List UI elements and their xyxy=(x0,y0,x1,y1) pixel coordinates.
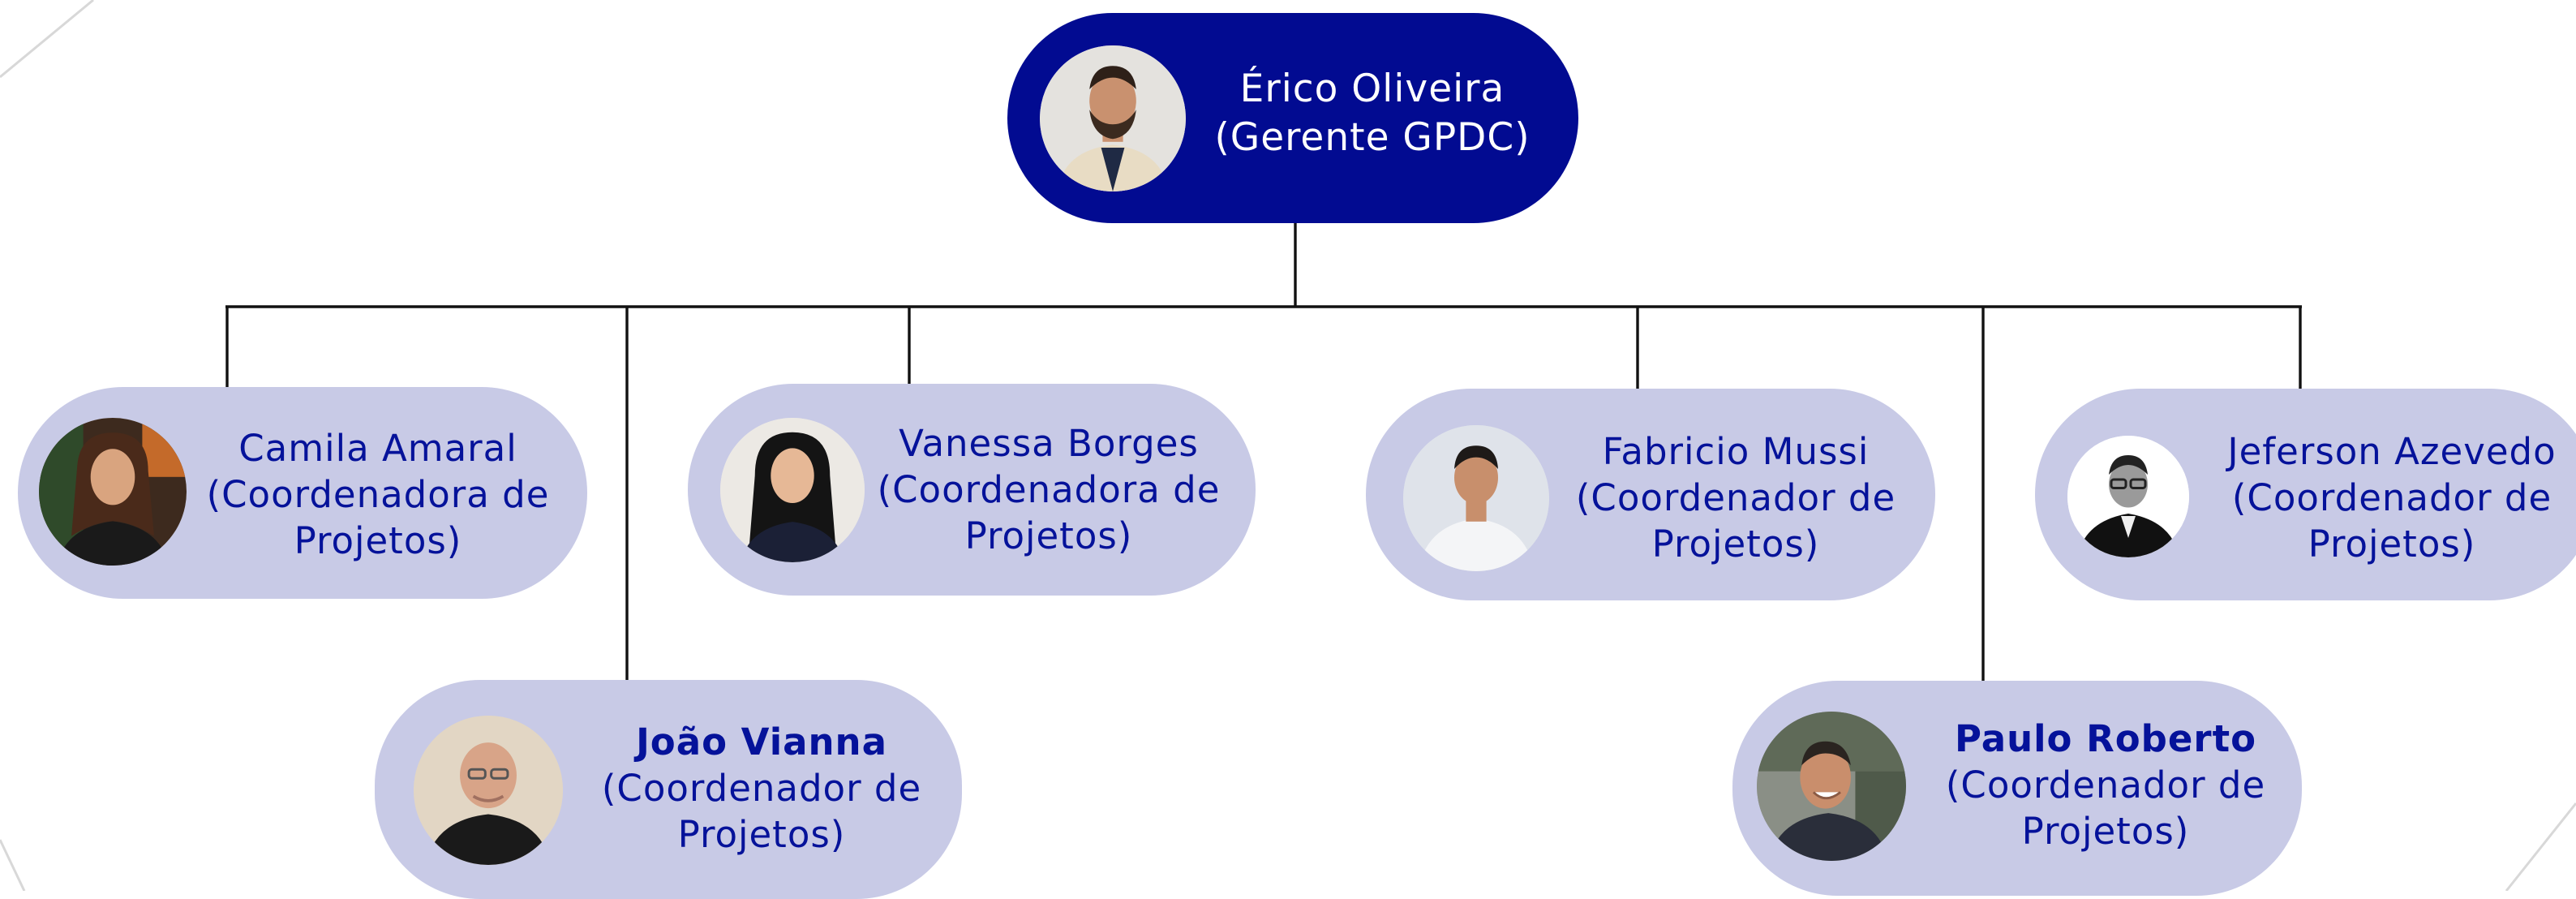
team-avatar-paulo xyxy=(1757,712,1906,861)
team-label-joao: João Vianna (Coordenador de Projetos) xyxy=(581,719,942,858)
person-photo-icon xyxy=(1403,425,1549,571)
person-photo-icon xyxy=(2067,436,2189,557)
team-label-vanessa: Vanessa Borges (Coordenadora de Projetos… xyxy=(868,420,1230,559)
team-avatar-vanessa xyxy=(720,418,865,562)
person-photo-icon xyxy=(414,716,563,865)
team-label-fabricio: Fabricio Mussi (Coordenador de Projetos) xyxy=(1557,428,1914,567)
person-photo-icon xyxy=(1757,712,1906,861)
team-node-jeferson[interactable]: Jeferson Azevedo (Coordenador de Projeto… xyxy=(2035,389,2576,600)
team-name-fabricio: Fabricio Mussi xyxy=(1602,430,1870,473)
team-node-paulo[interactable]: Paulo Roberto (Coordenador de Projetos) xyxy=(1732,681,2302,896)
decorative-line-top-left xyxy=(0,0,94,79)
team-role-paulo: (Coordenador de Projetos) xyxy=(1945,764,2266,853)
team-node-fabricio[interactable]: Fabricio Mussi (Coordenador de Projetos) xyxy=(1366,389,1935,600)
person-photo-icon xyxy=(39,418,187,566)
team-name-camila: Camila Amaral xyxy=(238,427,517,470)
team-name-joao: João Vianna xyxy=(636,720,887,764)
manager-role: (Gerente GPDC) xyxy=(1214,115,1531,160)
team-avatar-camila xyxy=(39,418,187,566)
team-label-jeferson: Jeferson Azevedo (Coordenador de Projeto… xyxy=(2205,428,2576,567)
team-role-jeferson: (Coordenador de Projetos) xyxy=(2231,476,2552,566)
manager-name: Érico Oliveira xyxy=(1239,67,1505,111)
team-node-joao[interactable]: João Vianna (Coordenador de Projetos) xyxy=(375,680,962,899)
team-label-paulo: Paulo Roberto (Coordenador de Projetos) xyxy=(1927,716,2284,854)
team-name-jeferson: Jeferson Azevedo xyxy=(2227,430,2557,473)
decorative-line-bottom-left xyxy=(0,839,26,891)
team-role-vanessa: (Coordenadora de Projetos) xyxy=(877,468,1221,557)
team-avatar-fabricio xyxy=(1403,425,1549,571)
team-role-fabricio: (Coordenador de Projetos) xyxy=(1575,476,1896,566)
team-node-camila[interactable]: Camila Amaral (Coordenadora de Projetos) xyxy=(18,387,587,599)
team-name-vanessa: Vanessa Borges xyxy=(899,422,1199,465)
decorative-line-bottom-right xyxy=(2505,802,2576,891)
manager-node[interactable]: Érico Oliveira (Gerente GPDC) xyxy=(1007,13,1578,223)
team-role-joao: (Coordenador de Projetos) xyxy=(601,767,922,856)
team-role-camila: (Coordenadora de Projetos) xyxy=(206,473,550,562)
manager-avatar xyxy=(1040,45,1186,191)
team-avatar-jeferson xyxy=(2067,436,2189,557)
person-photo-icon xyxy=(720,418,865,562)
person-photo-icon xyxy=(1040,45,1186,191)
team-label-camila: Camila Amaral (Coordenadora de Projetos) xyxy=(198,425,558,564)
team-node-vanessa[interactable]: Vanessa Borges (Coordenadora de Projetos… xyxy=(688,384,1256,596)
team-name-paulo: Paulo Roberto xyxy=(1954,717,2257,760)
team-avatar-joao xyxy=(414,716,563,865)
manager-label: Érico Oliveira (Gerente GPDC) xyxy=(1202,65,1543,162)
connector-lines xyxy=(225,223,2302,681)
